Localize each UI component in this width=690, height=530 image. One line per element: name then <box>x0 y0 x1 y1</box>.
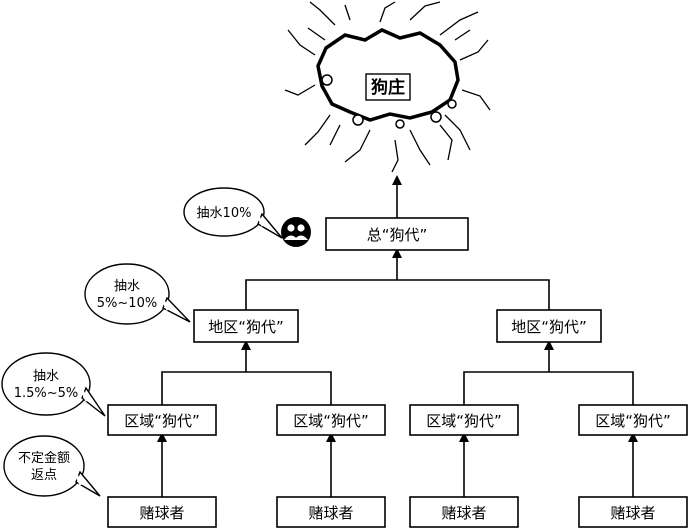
bracket-regional <box>245 279 550 310</box>
zone-agent-3-label: 区域“狗代” <box>426 412 502 430</box>
bracket-zones-right <box>463 371 634 405</box>
node-regional-agent-right: 地区“狗代” <box>496 309 602 343</box>
node-gambler-4: 赌球者 <box>578 496 688 528</box>
chief-agent-label: 总“狗代” <box>367 226 428 244</box>
regional-agent-right-label: 地区“狗代” <box>511 318 587 336</box>
bubble-chief-commission: 抽水10% <box>183 187 283 239</box>
zone-agent-4-label: 区域“狗代” <box>595 412 671 430</box>
node-zone-agent-2: 区域“狗代” <box>276 404 386 436</box>
bubble-regional-commission: 抽水 5%~10% <box>84 263 191 325</box>
node-gambler-1: 赌球者 <box>107 496 217 528</box>
rebate-line2: 返点 <box>31 468 57 483</box>
users-icon <box>281 217 311 247</box>
chief-commission-text: 抽水10% <box>197 206 252 221</box>
bubble-zone-commission: 抽水 1.5%~5% <box>1 352 106 417</box>
bubble-rebate: 不定金额 返点 <box>3 435 101 497</box>
zone-agent-2-label: 区域“狗代” <box>293 412 369 430</box>
node-regional-agent-left: 地区“狗代” <box>193 309 299 343</box>
regional-commission-line2: 5%~10% <box>97 296 157 311</box>
node-gambler-2: 赌球者 <box>276 496 386 528</box>
node-gambler-3: 赌球者 <box>409 496 519 528</box>
bracket-zones-left <box>161 371 332 405</box>
connectors <box>157 175 638 497</box>
node-chief-agent: 总“狗代” <box>325 217 469 251</box>
gambler-1-label: 赌球者 <box>139 504 184 522</box>
node-zone-agent-1: 区域“狗代” <box>107 404 217 436</box>
zone-agent-1-label: 区域“狗代” <box>124 412 200 430</box>
regional-commission-line1: 抽水 <box>114 279 140 294</box>
cracked-hole-graphic: 狗庄 <box>284 1 491 173</box>
rebate-line1: 不定金额 <box>18 450 70 466</box>
boss-label: 狗庄 <box>371 77 405 98</box>
node-zone-agent-3: 区域“狗代” <box>409 404 519 436</box>
gambler-3-label: 赌球者 <box>441 504 486 522</box>
regional-agent-left-label: 地区“狗代” <box>208 318 284 336</box>
gambler-2-label: 赌球者 <box>308 504 353 522</box>
gambler-4-label: 赌球者 <box>610 504 655 522</box>
boss-label-box <box>365 73 411 101</box>
node-zone-agent-4: 区域“狗代” <box>578 404 688 436</box>
zone-commission-line1: 抽水 <box>33 369 59 384</box>
zone-commission-line2: 1.5%~5% <box>14 386 79 401</box>
